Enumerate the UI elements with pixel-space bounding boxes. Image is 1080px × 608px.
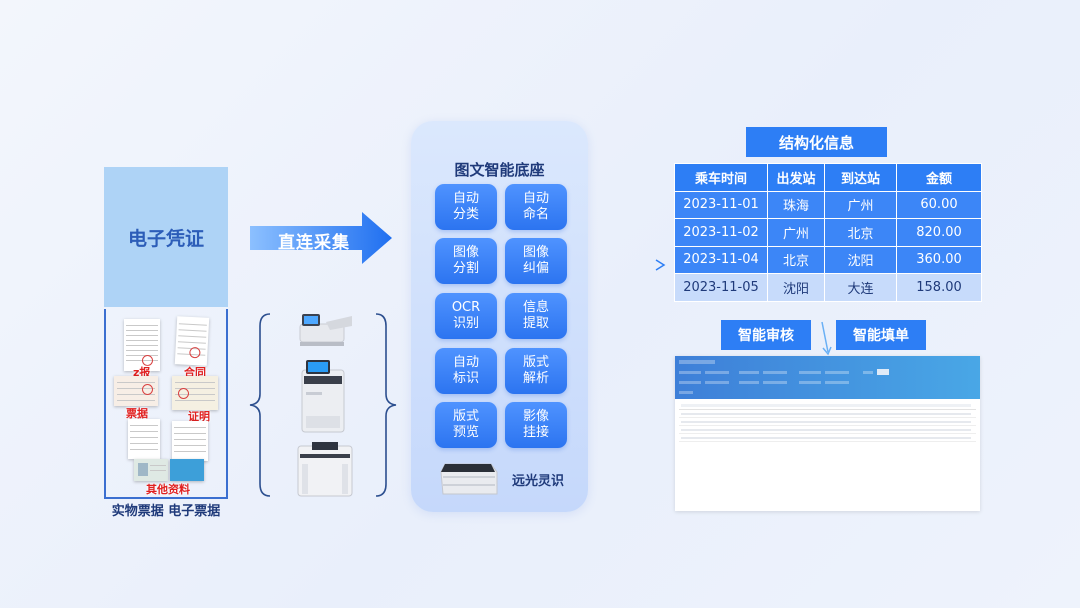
feature-line1: 信息 — [522, 300, 549, 315]
table-row: 2023-11-04 北京 沈阳 360.00 — [674, 245, 982, 274]
feature-line2: 预览 — [452, 425, 479, 440]
bank-card — [170, 459, 204, 481]
feature-line2: 分类 — [452, 207, 479, 222]
id-card-front — [134, 459, 168, 481]
receipt-document — [114, 376, 158, 406]
direct-collect-label: 直连采集 — [278, 233, 350, 253]
col-amount: 金额 — [896, 163, 982, 192]
cell-from: 沈阳 — [767, 273, 825, 302]
floor-scanner-icon — [297, 442, 353, 497]
cell-amount: 60.00 — [896, 190, 982, 219]
feature-line2: 标识 — [452, 371, 479, 386]
down-arrow-icon — [821, 321, 832, 356]
server-device-icon — [440, 463, 498, 495]
feature-line1: 自动 — [452, 191, 479, 206]
structured-info-title: 结构化信息 — [746, 127, 887, 157]
feature-line2: 识别 — [452, 316, 479, 331]
doc-label-contract: 合同 — [184, 366, 206, 379]
feature-image-split: 图像分割 — [435, 238, 497, 284]
feature-info-extract: 信息提取 — [505, 293, 567, 339]
cell-from: 北京 — [767, 245, 825, 274]
cell-date: 2023-11-04 — [674, 245, 768, 274]
feature-line1: 自动 — [452, 355, 479, 370]
feature-line2: 提取 — [522, 316, 549, 331]
col-arrival: 到达站 — [824, 163, 897, 192]
device-bracket — [249, 313, 397, 497]
feature-line1: 影像 — [522, 409, 549, 424]
cell-to: 大连 — [824, 273, 897, 302]
feature-line1: 图像 — [522, 245, 549, 260]
cell-from: 珠海 — [767, 190, 825, 219]
other-document-b — [172, 421, 208, 461]
feature-line1: 版式 — [522, 355, 549, 370]
cell-date: 2023-11-01 — [674, 190, 768, 219]
feature-line2: 解析 — [522, 371, 549, 386]
cell-from: 广州 — [767, 218, 825, 247]
cell-to: 北京 — [824, 218, 897, 247]
table-row: 2023-11-05 沈阳 大连 158.00 — [674, 273, 982, 302]
documents-caption: 实物票据 电子票据 — [111, 504, 221, 519]
cell-date: 2023-11-02 — [674, 218, 768, 247]
feature-layout-preview: 版式预览 — [435, 402, 497, 448]
connector-arrow-icon — [592, 259, 666, 271]
doc-label-z-report: z报 — [133, 366, 151, 379]
feature-line2: 分割 — [452, 261, 479, 276]
doc-label-other: 其他资料 — [146, 483, 190, 496]
structured-data-table: 乘车时间 出发站 到达站 金额 2023-11-01 珠海 广州 60.00 2… — [674, 163, 982, 302]
certificate-document — [172, 376, 218, 410]
cell-amount: 360.00 — [896, 245, 982, 274]
col-ride-time: 乘车时间 — [674, 163, 768, 192]
feature-image-deskew: 图像纠偏 — [505, 238, 567, 284]
form-screenshot-rows — [679, 402, 976, 442]
brand-label: 远光灵识 — [512, 474, 565, 489]
feature-line2: 挂接 — [522, 425, 549, 440]
z-report-document — [124, 319, 160, 371]
feature-line2: 纠偏 — [522, 261, 549, 276]
arrow-right-icon — [250, 212, 392, 264]
cell-to: 沈阳 — [824, 245, 897, 274]
feature-auto-name: 自动命名 — [505, 184, 567, 230]
e-voucher-card: 电子凭证 — [104, 167, 228, 307]
other-document-a — [128, 419, 160, 459]
cell-amount: 158.00 — [896, 273, 982, 302]
col-departure: 出发站 — [767, 163, 825, 192]
cell-date: 2023-11-05 — [674, 273, 768, 302]
feature-line1: 图像 — [452, 245, 479, 260]
feature-line1: 自动 — [522, 191, 549, 206]
feature-image-attach: 影像挂接 — [505, 402, 567, 448]
table-row: 2023-11-02 广州 北京 820.00 — [674, 218, 982, 247]
smart-fill-button[interactable]: 智能填单 — [836, 320, 926, 350]
documents-box: z报 合同 票据 证明 其他资料 — [104, 309, 228, 499]
ai-platform-title: 图文智能底座 — [454, 161, 545, 179]
contract-document — [174, 316, 210, 366]
table-row: 2023-11-01 珠海 广州 60.00 — [674, 190, 982, 219]
feature-line1: OCR — [451, 300, 481, 315]
feature-auto-classify: 自动分类 — [435, 184, 497, 230]
doc-label-receipt: 票据 — [126, 407, 148, 420]
smart-review-button[interactable]: 智能审核 — [721, 320, 811, 350]
feature-line1: 版式 — [452, 409, 479, 424]
e-voucher-title: 电子凭证 — [127, 227, 204, 250]
kiosk-scanner-icon — [301, 360, 345, 433]
cell-to: 广州 — [824, 190, 897, 219]
doc-label-certificate: 证明 — [188, 410, 210, 423]
cell-amount: 820.00 — [896, 218, 982, 247]
table-header-row: 乘车时间 出发站 到达站 金额 — [674, 163, 982, 192]
feature-auto-tag: 自动标识 — [435, 348, 497, 394]
desktop-scanner-icon — [299, 314, 352, 346]
feature-layout-parse: 版式解析 — [505, 348, 567, 394]
form-screenshot — [675, 356, 980, 511]
form-screenshot-header — [675, 356, 980, 399]
feature-line2: 命名 — [522, 207, 549, 222]
